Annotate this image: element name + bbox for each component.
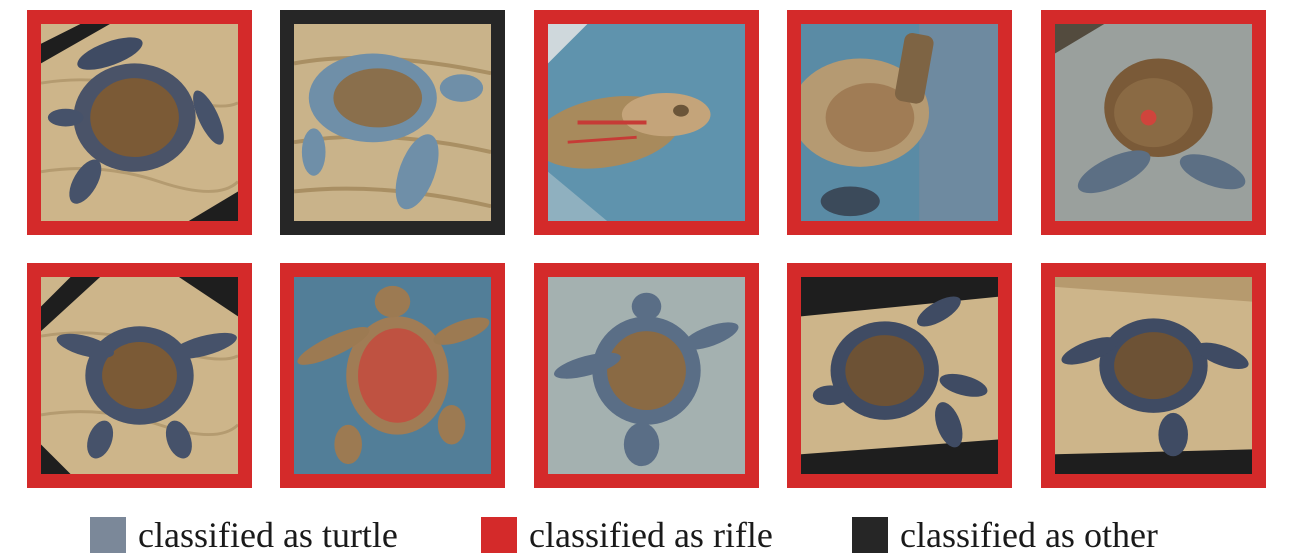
legend-item-turtle: classified as turtle <box>90 512 398 558</box>
legend-item-other: classified as other <box>852 512 1158 558</box>
turtle-photo-r1c5 <box>1041 10 1266 235</box>
turtle-photo-image <box>548 277 745 474</box>
legend-label-rifle: classified as rifle <box>529 515 773 555</box>
turtle-photo-image <box>1055 24 1252 221</box>
turtle-photo-r2c2 <box>280 263 505 488</box>
turtle-photo-r1c4 <box>787 10 1012 235</box>
turtle-photo-r1c2 <box>280 10 505 235</box>
legend-label-turtle: classified as turtle <box>138 515 398 555</box>
turtle-photo-image <box>801 24 998 221</box>
turtle-swatch <box>90 517 126 553</box>
rifle-swatch <box>481 517 517 553</box>
turtle-photo-image <box>1055 277 1252 474</box>
other-swatch <box>852 517 888 553</box>
turtle-photo-r2c3 <box>534 263 759 488</box>
turtle-photo-image <box>41 277 238 474</box>
turtle-photo-image <box>41 24 238 221</box>
turtle-photo-image <box>294 277 491 474</box>
turtle-photo-r1c1 <box>27 10 252 235</box>
legend-label-other: classified as other <box>900 515 1158 555</box>
legend-item-rifle: classified as rifle <box>481 512 773 558</box>
legend: classified as turtle classified as rifle… <box>0 512 1290 558</box>
turtle-photo-r1c3 <box>534 10 759 235</box>
turtle-photo-r2c5 <box>1041 263 1266 488</box>
turtle-photo-image <box>801 277 998 474</box>
turtle-photo-image <box>294 24 491 221</box>
turtle-photo-r2c4 <box>787 263 1012 488</box>
turtle-photo-image <box>548 24 745 221</box>
turtle-photo-r2c1 <box>27 263 252 488</box>
